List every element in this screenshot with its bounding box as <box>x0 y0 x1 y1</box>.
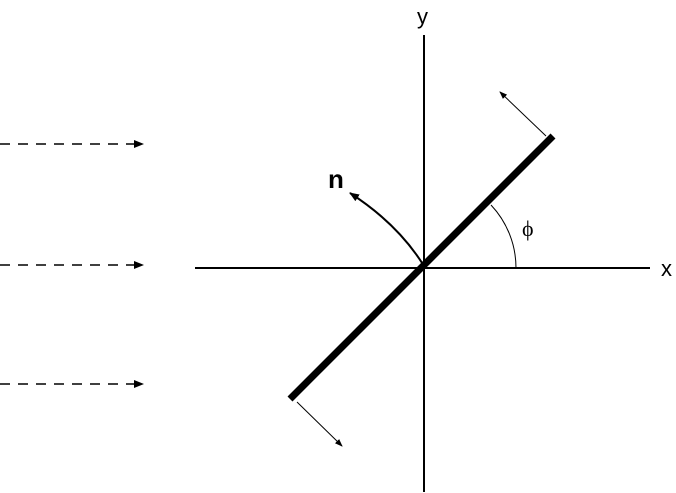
angle-phi-label: ϕ <box>522 216 534 241</box>
x-axis-label: x <box>661 256 672 281</box>
angle-phi-arc <box>490 204 517 269</box>
plate-end-arrow-top <box>499 91 547 137</box>
tilted-plate <box>287 133 556 402</box>
normal-vector-label: n <box>328 164 344 194</box>
plate-end-arrow-bottom <box>296 401 343 447</box>
y-axis-label: y <box>417 4 428 29</box>
normal-vector-arrow <box>349 192 425 267</box>
